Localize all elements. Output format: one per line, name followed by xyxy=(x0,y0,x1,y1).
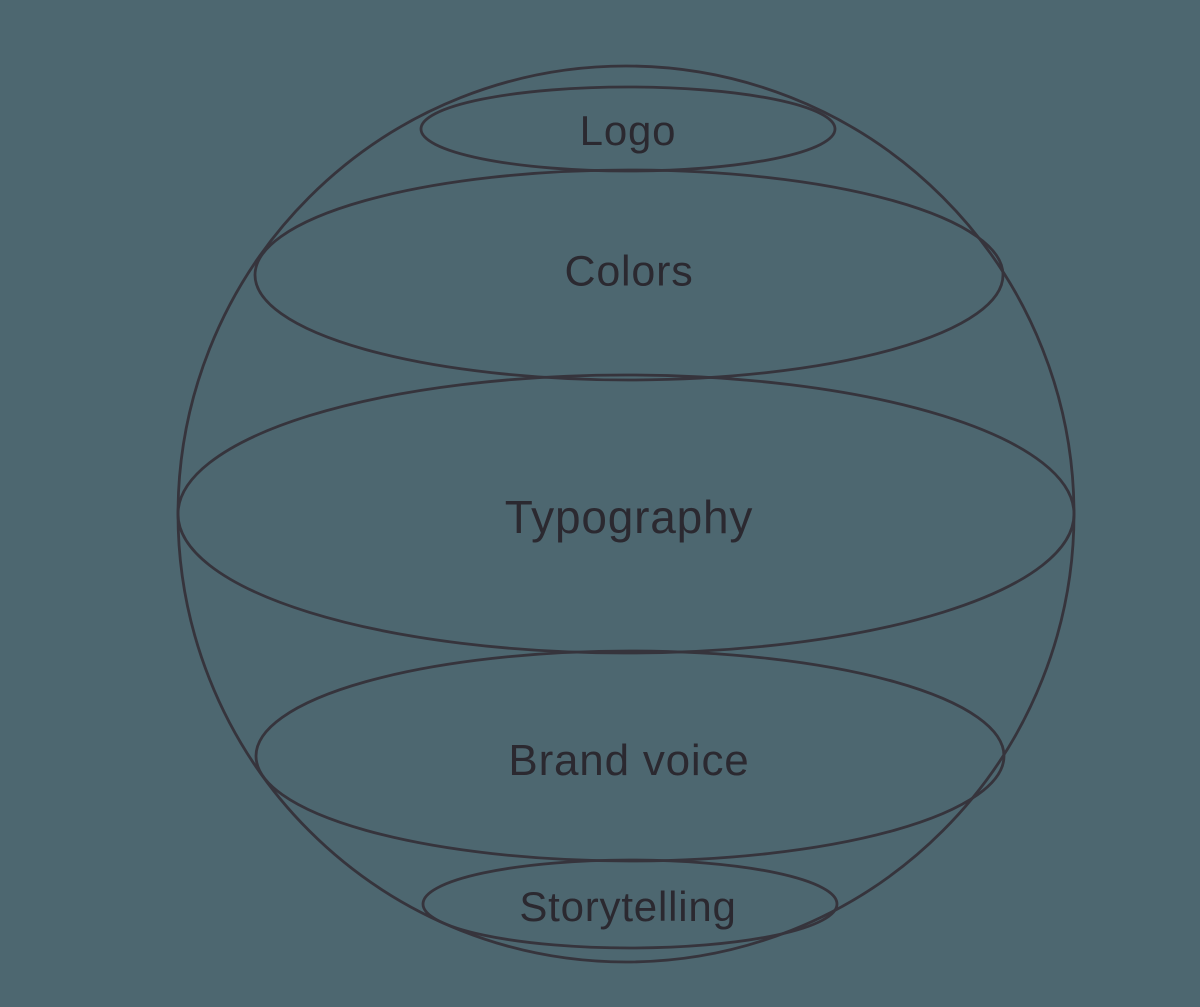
band-label-storytelling: Storytelling xyxy=(519,883,737,930)
band-label-brand-voice: Brand voice xyxy=(508,736,750,785)
band-label-typography: Typography xyxy=(504,491,754,543)
band-ellipse-colors xyxy=(253,168,1005,382)
band-label-colors: Colors xyxy=(564,247,694,296)
band-ellipse-storytelling xyxy=(421,858,839,950)
band-label-logo: Logo xyxy=(579,107,677,154)
band-ellipse-typography xyxy=(176,373,1076,655)
